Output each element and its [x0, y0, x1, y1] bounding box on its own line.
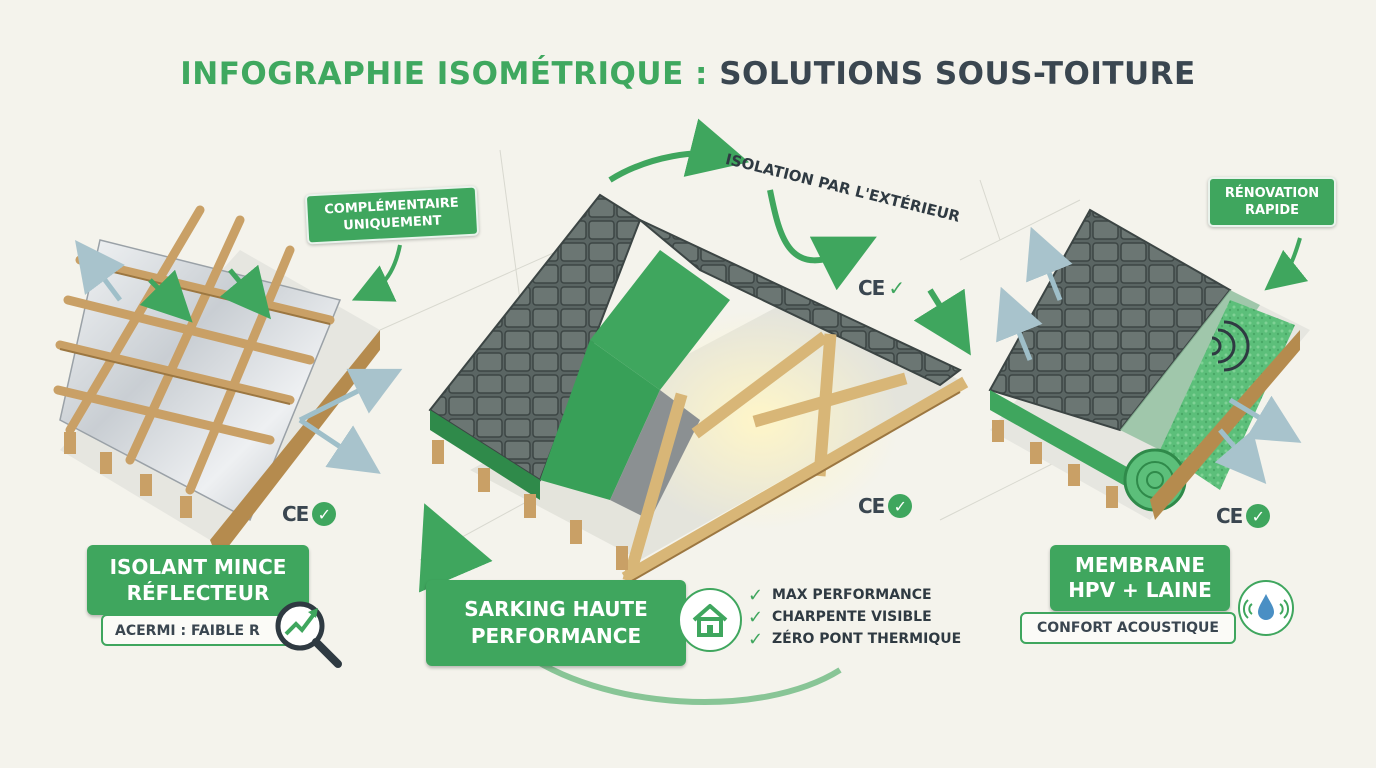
- center-title-line-2: PERFORMANCE: [470, 624, 642, 648]
- left-roof-illustration: [53, 205, 403, 560]
- house-icon-circle: [678, 588, 742, 652]
- checkmark-icon: ✓: [748, 606, 764, 628]
- right-subtitle: CONFORT ACOUSTIQUE: [1037, 620, 1219, 636]
- ce-text: CE: [282, 502, 309, 526]
- house-icon: [692, 604, 728, 637]
- right-tag-line-1: RÉNOVATION: [1224, 186, 1320, 201]
- title-part-dark: SOLUTIONS SOUS-TOITURE: [719, 56, 1196, 92]
- right-subtitle-box: CONFORT ACOUSTIQUE: [1020, 612, 1236, 644]
- magnifier-chart-icon: [275, 601, 342, 668]
- page-title: INFOGRAPHIE ISOMÉTRIQUE : SOLUTIONS SOUS…: [0, 56, 1376, 92]
- checklist-item: ✓ CHARPENTE VISIBLE: [748, 606, 961, 628]
- checkmark-icon: ✓: [888, 494, 913, 518]
- left-ce-mark: CE ✓: [282, 502, 337, 526]
- checklist-item: ✓ MAX PERFORMANCE: [748, 584, 961, 606]
- checklist-item: ✓ ZÉRO PONT THERMIQUE: [748, 628, 961, 650]
- left-subtitle: ACERMI : FAIBLE R: [115, 623, 260, 639]
- checkmark-icon: ✓: [1246, 504, 1271, 528]
- right-tag: RÉNOVATION RAPIDE: [1208, 177, 1336, 227]
- center-checklist: ✓ MAX PERFORMANCE ✓ CHARPENTE VISIBLE ✓ ZÉR…: [748, 584, 961, 650]
- checkmark-icon: ✓: [312, 502, 337, 526]
- left-title-line-1: ISOLANT MINCE: [109, 555, 287, 579]
- left-title-line-2: RÉFLECTEUR: [126, 581, 270, 605]
- center-title-box: SARKING HAUTE PERFORMANCE: [426, 580, 686, 666]
- ce-text: CE: [858, 276, 885, 300]
- center-ce-mark-bottom: CE ✓: [858, 494, 913, 518]
- checklist-text: ZÉRO PONT THERMIQUE: [772, 631, 962, 647]
- left-title-box: ISOLANT MINCE RÉFLECTEUR: [87, 545, 309, 615]
- right-title-line-2: HPV + LAINE: [1068, 578, 1212, 602]
- checkmark-icon: ✓: [888, 276, 906, 300]
- checkmark-icon: ✓: [748, 584, 764, 606]
- left-subtitle-box: ACERMI : FAIBLE R: [101, 614, 297, 646]
- water-drop-icon: [1242, 594, 1290, 620]
- ce-text: CE: [858, 494, 885, 518]
- water-drop-icon-circle: [1238, 580, 1294, 636]
- title-part-green: INFOGRAPHIE ISOMÉTRIQUE :: [180, 56, 708, 92]
- center-roof-illustration: [418, 118, 971, 705]
- right-roof-illustration: [988, 208, 1310, 520]
- right-title-box: MEMBRANE HPV + LAINE: [1050, 545, 1230, 611]
- right-title-line-1: MEMBRANE: [1075, 553, 1205, 577]
- center-title-line-1: SARKING HAUTE: [464, 597, 648, 621]
- checkmark-icon: ✓: [748, 628, 764, 650]
- left-tag: COMPLÉMENTAIRE UNIQUEMENT: [304, 185, 480, 245]
- checklist-text: MAX PERFORMANCE: [772, 587, 932, 603]
- right-ce-mark: CE ✓: [1216, 504, 1271, 528]
- ce-text: CE: [1216, 504, 1243, 528]
- right-tag-line-2: RAPIDE: [1244, 203, 1300, 218]
- center-ce-mark-top: CE ✓: [858, 276, 905, 300]
- checklist-text: CHARPENTE VISIBLE: [772, 609, 932, 625]
- sound-wave-icon: [1211, 320, 1250, 372]
